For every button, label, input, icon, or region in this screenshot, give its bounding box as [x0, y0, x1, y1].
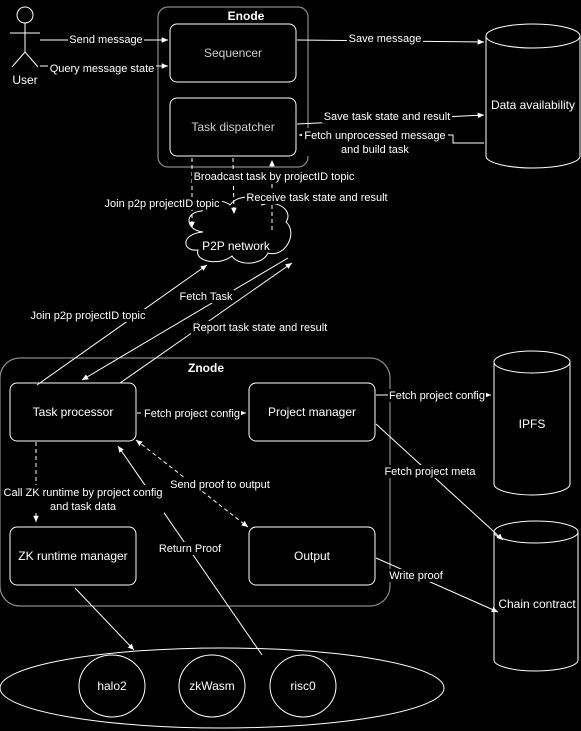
- label-broadcast-task: Broadcast task by projectID topic: [194, 171, 355, 183]
- data-availability-node: [485, 23, 581, 169]
- project-manager-node: [248, 382, 376, 442]
- edge-write-proof: [375, 557, 499, 613]
- label-send-message: Send message: [69, 34, 142, 46]
- label-fetch-unprocessed-2: and build task: [341, 144, 409, 156]
- data-availability-label: Data availability: [491, 98, 575, 112]
- edge-broadcast-task: [231, 157, 237, 215]
- label-fetch-project-config-pm: Fetch project config: [144, 408, 240, 420]
- label-query-message-state: Query message state: [50, 63, 155, 75]
- label-fetch-project-meta: Fetch project meta: [384, 466, 476, 478]
- risc0-label: risc0: [290, 679, 316, 693]
- label-receive-task-state: Receive task state and result: [246, 192, 387, 204]
- user-label: User: [12, 73, 37, 87]
- zkwasm-label: zkWasm: [189, 679, 235, 693]
- edge-zk-to-runtimes: [74, 587, 135, 651]
- output-node: [248, 526, 376, 586]
- znode-group: [0, 357, 391, 607]
- task-dispatcher-label: Task dispatcher: [191, 120, 274, 134]
- edge-labels: Send message Query message state Save me…: [2, 32, 486, 582]
- label-save-message: Save message: [349, 33, 422, 45]
- label-return-proof: Return Proof: [159, 543, 222, 555]
- label-fetch-project-config-ipfs: Fetch project config: [389, 390, 485, 402]
- enode-title: Enode: [228, 9, 265, 23]
- user-actor: User: [10, 6, 40, 87]
- output-label: Output: [294, 549, 331, 563]
- halo2-label: halo2: [97, 679, 127, 693]
- edge-fetch-task: [81, 257, 289, 381]
- chain-contract-node: [493, 520, 579, 672]
- label-call-zk-runtime-1: Call ZK runtime by project config: [4, 487, 163, 499]
- zk-runtime-manager-label: ZK runtime manager: [18, 549, 127, 563]
- label-join-p2p-znode: Join p2p projectID topic: [31, 310, 146, 322]
- sequencer-label: Sequencer: [204, 46, 262, 60]
- risc0-node: [269, 654, 337, 718]
- label-write-proof: Write proof: [389, 570, 444, 582]
- project-manager-label: Project manager: [268, 405, 356, 419]
- edge-fetch-project-meta: [375, 423, 504, 541]
- task-processor-label: Task processor: [33, 405, 114, 419]
- label-fetch-unprocessed-1: Fetch unprocessed message: [304, 130, 445, 142]
- sequencer-node: [169, 23, 297, 83]
- label-send-proof: Send proof to output: [170, 479, 270, 491]
- ipfs-label: IPFS: [519, 417, 546, 431]
- label-call-zk-runtime-2: and task data: [50, 501, 117, 513]
- label-join-p2p-enode: Join p2p projectID topic: [105, 198, 220, 210]
- zkwasm-node: [178, 654, 246, 718]
- label-fetch-task: Fetch Task: [180, 291, 233, 303]
- p2p-network-label: P2P network: [202, 239, 271, 253]
- znode-title: Znode: [188, 361, 224, 375]
- zk-runtime-manager-node: [9, 526, 137, 586]
- label-save-task-state: Save task state and result: [324, 111, 451, 123]
- halo2-node: [78, 654, 146, 718]
- task-dispatcher-node: [169, 97, 297, 157]
- task-processor-node: [9, 382, 137, 442]
- edge-join-p2p-znode: [36, 264, 208, 386]
- chain-contract-label: Chain contract: [498, 597, 576, 611]
- label-report-task-state: Report task state and result: [193, 322, 328, 334]
- ipfs-node: [493, 350, 571, 496]
